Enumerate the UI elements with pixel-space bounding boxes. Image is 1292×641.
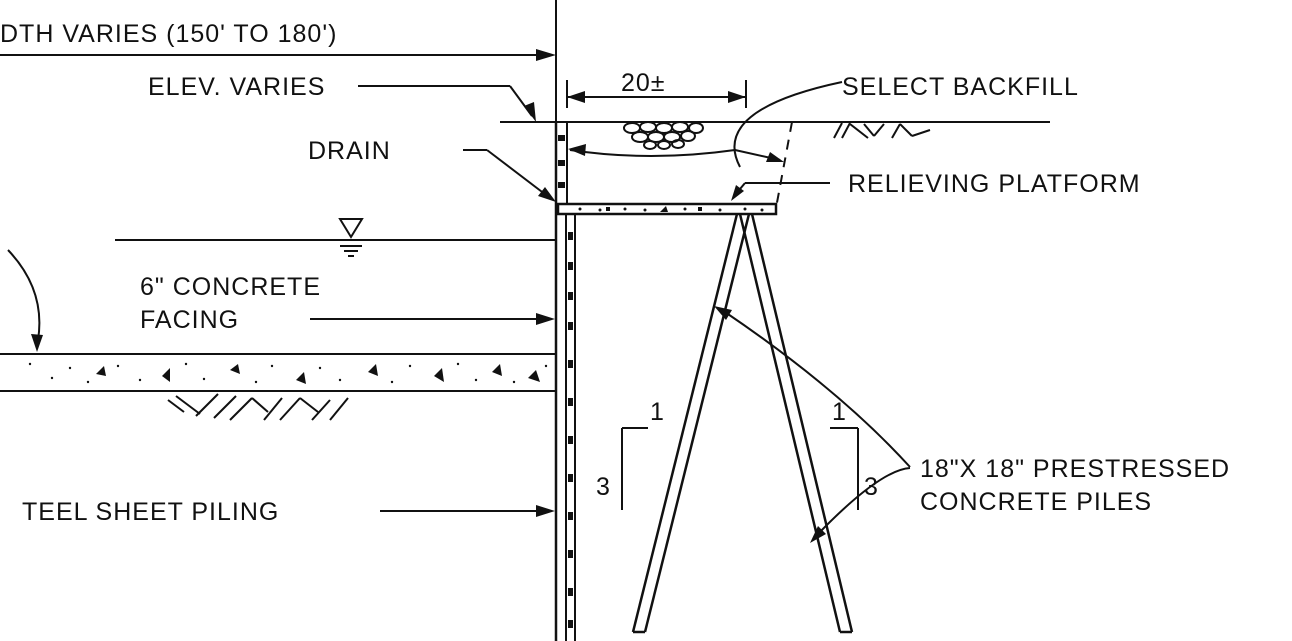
piles-label-1: 18"X 18" PRESTRESSED — [920, 455, 1230, 483]
drain-leader — [463, 149, 556, 202]
concrete-facing-leader — [310, 313, 555, 325]
elev-varies-leader — [358, 85, 556, 123]
slope-indicator-right — [830, 427, 859, 510]
select-backfill-label: SELECT BACKFILL — [842, 73, 1079, 101]
dredge-layer — [0, 249, 556, 421]
ground-surface — [556, 121, 1050, 139]
width-varies-label: DTH VARIES (150' TO 180') — [0, 20, 337, 48]
drain-label: DRAIN — [308, 137, 391, 165]
slope-right-run: 3 — [864, 473, 879, 501]
piles-label-2: CONCRETE PILES — [920, 488, 1152, 516]
sheet-piling-wall — [554, 204, 576, 641]
sheet-piling-label: TEEL SHEET PILING — [22, 498, 279, 526]
concrete-facing-label-2: FACING — [140, 306, 239, 334]
slope-left-rise: 1 — [650, 398, 665, 426]
batter-piles — [631, 213, 911, 634]
upper-wall — [554, 122, 568, 204]
sheet-piling-leader — [380, 505, 555, 517]
pile-left — [631, 213, 751, 634]
slope-left-run: 3 — [596, 473, 611, 501]
slope-right-rise: 1 — [832, 398, 847, 426]
select-backfill — [568, 81, 843, 209]
slope-indicator-left — [621, 427, 648, 510]
dimension-20 — [566, 80, 747, 108]
water-level — [115, 218, 556, 257]
relieving-platform-label: RELIEVING PLATFORM — [848, 170, 1141, 198]
dimension-label: 20± — [621, 69, 666, 97]
concrete-facing-label-1: 6" CONCRETE — [140, 273, 321, 301]
width-dimension — [0, 0, 557, 145]
pile-right — [738, 213, 854, 634]
elev-varies-label: ELEV. VARIES — [148, 73, 325, 101]
backfill-stones — [623, 121, 704, 150]
soil-hatch-left — [167, 393, 349, 421]
relieving-platform — [556, 182, 830, 216]
soil-hatch-right — [833, 122, 931, 139]
